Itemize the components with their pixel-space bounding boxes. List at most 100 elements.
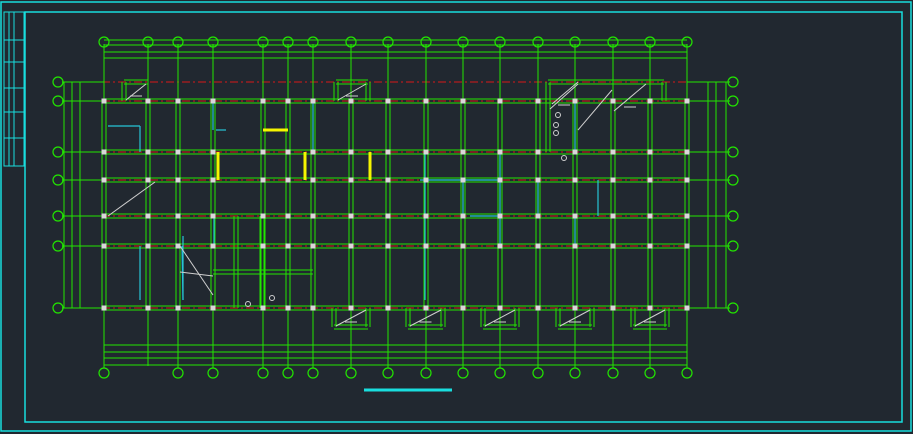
- column: [684, 98, 690, 104]
- column: [647, 305, 653, 311]
- column: [285, 149, 291, 155]
- grid-bubble: [98, 36, 110, 48]
- annotation-diagonal: [107, 181, 156, 217]
- partitions: [108, 101, 599, 301]
- grid-bubble: [607, 367, 619, 379]
- column: [423, 98, 429, 104]
- grid-bubble: [345, 367, 357, 379]
- column: [610, 177, 616, 183]
- grid-bubble: [569, 367, 581, 379]
- annotation-diagonal: [179, 245, 214, 296]
- grid-bubble: [382, 367, 394, 379]
- grid-bubble: [52, 174, 64, 186]
- grid-bubble: [420, 36, 432, 48]
- column: [610, 149, 616, 155]
- column: [610, 305, 616, 311]
- grid-bubble: [345, 36, 357, 48]
- column: [310, 243, 316, 249]
- column: [535, 98, 541, 104]
- column: [175, 149, 181, 155]
- annotation-diagonal: [551, 81, 579, 105]
- column: [260, 213, 266, 219]
- column: [460, 177, 466, 183]
- column: [684, 149, 690, 155]
- column: [647, 149, 653, 155]
- grid-bubble: [727, 210, 739, 222]
- column: [101, 243, 107, 249]
- column: [285, 243, 291, 249]
- column: [385, 177, 391, 183]
- stair-diagonal: [409, 309, 442, 327]
- column: [210, 305, 216, 311]
- column: [348, 243, 354, 249]
- fixture-circle: [555, 112, 561, 118]
- column: [423, 177, 429, 183]
- column: [684, 305, 690, 311]
- grid-bubble: [681, 36, 693, 48]
- column: [285, 305, 291, 311]
- grid-bubble: [98, 367, 110, 379]
- columns: [101, 98, 690, 311]
- column: [310, 98, 316, 104]
- column: [460, 149, 466, 155]
- grid-bubble: [52, 95, 64, 107]
- stair-diagonal: [337, 83, 367, 101]
- grid-bubble: [420, 367, 432, 379]
- column: [535, 243, 541, 249]
- column: [647, 243, 653, 249]
- fixture-circle: [245, 301, 251, 307]
- column: [175, 305, 181, 311]
- grid-bubble: [727, 95, 739, 107]
- partition-wall: [181, 245, 184, 301]
- column: [101, 213, 107, 219]
- column: [647, 177, 653, 183]
- grid-bubble: [172, 36, 184, 48]
- grid-bubble: [52, 240, 64, 252]
- annotation-diagonal: [179, 271, 214, 277]
- column: [497, 177, 503, 183]
- column: [175, 98, 181, 104]
- column: [145, 243, 151, 249]
- column: [310, 149, 316, 155]
- column: [497, 98, 503, 104]
- column: [285, 98, 291, 104]
- column: [423, 305, 429, 311]
- column: [310, 305, 316, 311]
- grid-bubble: [282, 36, 294, 48]
- column: [348, 213, 354, 219]
- inner-border: [24, 11, 903, 423]
- fixture-circle: [553, 130, 559, 136]
- column: [647, 213, 653, 219]
- dimension-lines: [62, 39, 730, 368]
- column: [145, 98, 151, 104]
- grid-bubble: [727, 146, 739, 158]
- grid-bubbles[interactable]: [52, 36, 739, 379]
- column: [572, 177, 578, 183]
- column: [210, 149, 216, 155]
- column: [497, 213, 503, 219]
- fixture-circle: [269, 295, 275, 301]
- column: [572, 243, 578, 249]
- grid-bubble: [457, 367, 469, 379]
- grid-bubble: [142, 36, 154, 48]
- grid-bubble: [52, 146, 64, 158]
- grid-bubble: [569, 36, 581, 48]
- grid-bubble: [52, 210, 64, 222]
- column: [572, 98, 578, 104]
- fixture-circle: [553, 122, 559, 128]
- grid-bubble: [257, 367, 269, 379]
- grid-bubble: [607, 36, 619, 48]
- column: [385, 149, 391, 155]
- column: [684, 243, 690, 249]
- grid-bubble: [282, 367, 294, 379]
- column: [572, 149, 578, 155]
- column: [260, 243, 266, 249]
- grid-bubble: [644, 36, 656, 48]
- stair-diagonal: [484, 309, 516, 327]
- column: [684, 177, 690, 183]
- column: [210, 177, 216, 183]
- column: [175, 213, 181, 219]
